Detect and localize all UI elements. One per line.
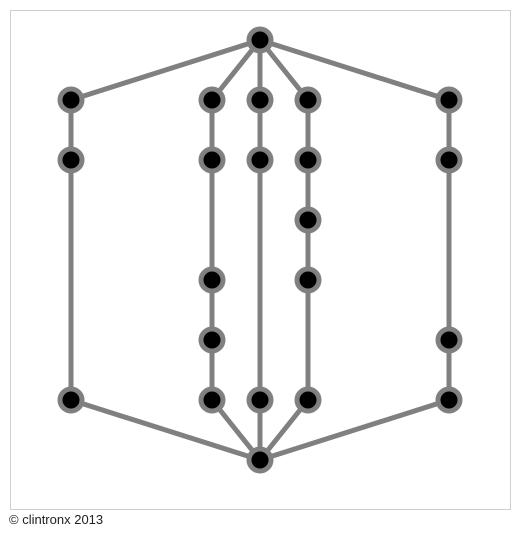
graph-node: [246, 86, 274, 114]
graph-node: [57, 86, 85, 114]
graph-node: [57, 146, 85, 174]
graph-node: [198, 146, 226, 174]
graph-node: [294, 266, 322, 294]
graph-node: [435, 386, 463, 414]
graph-node: [435, 86, 463, 114]
graph-edge: [70, 37, 261, 103]
graph-node: [246, 446, 274, 474]
graph-node: [435, 146, 463, 174]
graph-edge: [259, 37, 450, 103]
graph-node: [246, 386, 274, 414]
graph-node: [57, 386, 85, 414]
graph-node: [198, 266, 226, 294]
graph-node: [435, 326, 463, 354]
graph-node: [198, 386, 226, 414]
graph-node: [246, 146, 274, 174]
copyright-text: © clintronx 2013: [9, 512, 104, 527]
graph-node: [246, 26, 274, 54]
graph-edge: [70, 397, 261, 463]
graph-node: [294, 206, 322, 234]
graph-node: [294, 86, 322, 114]
nodes-layer: [57, 26, 463, 474]
graph-node: [294, 146, 322, 174]
graph-node: [294, 386, 322, 414]
graph-edge: [259, 397, 450, 463]
graph-node: [198, 326, 226, 354]
graph-node: [198, 86, 226, 114]
